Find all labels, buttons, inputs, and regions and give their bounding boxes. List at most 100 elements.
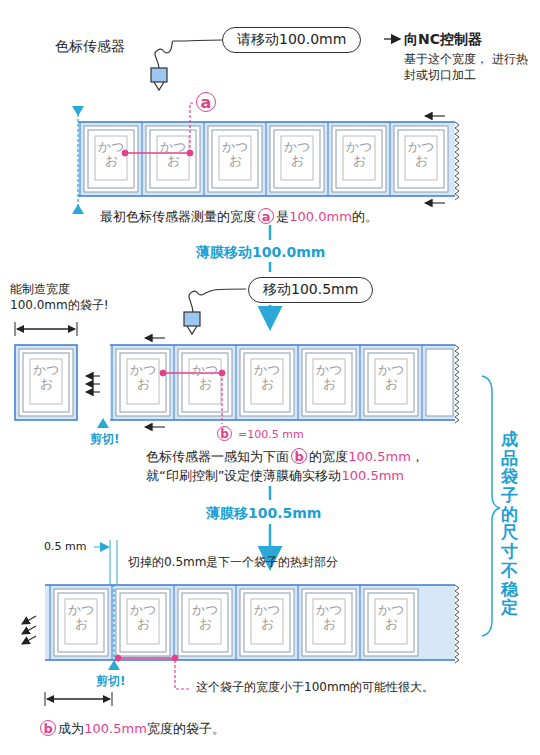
sensor: 色标传感器 — [55, 30, 173, 96]
callout-letter: a — [196, 92, 216, 112]
note-text: 100.5mm — [341, 468, 404, 483]
bag-inner — [182, 593, 228, 652]
bag — [178, 589, 232, 656]
film-edge — [110, 419, 455, 421]
seal-line — [390, 122, 391, 196]
bag-inner — [244, 353, 290, 412]
print-area — [157, 136, 189, 180]
note-text: 的宽度 — [309, 449, 348, 464]
print-area — [95, 136, 127, 180]
cut-mark — [108, 584, 120, 670]
bag-inner — [120, 353, 166, 412]
seal-line — [50, 585, 51, 660]
sentence: 最初色标传感器测量的宽度a是100.0mm的。 — [100, 208, 378, 226]
bag-print: かつお — [407, 140, 435, 169]
seal-line — [328, 122, 329, 196]
bag-print: かつお — [283, 140, 311, 169]
bag — [364, 349, 418, 416]
sentence: 就“印刷控制”设定使薄膜确实移动100.5mm — [146, 467, 404, 485]
measure-line — [115, 655, 190, 689]
print-area — [127, 599, 159, 644]
bag-print: かつお — [315, 363, 343, 392]
seal-line — [142, 122, 143, 196]
vertical-note: 成品袋子的尺寸不稳定 — [501, 430, 518, 617]
sentence: 色标传感器一感知为下面b的宽度100.5mm， — [146, 448, 424, 466]
print-area — [375, 359, 407, 404]
note-text: 薄膜移动100.0mm — [196, 243, 325, 261]
note-text: 色标传感器一感知为下面 — [146, 449, 289, 464]
bag — [84, 126, 138, 192]
note-text: 向NC控制器 — [404, 30, 482, 48]
note-text: 这个袋子的宽度小于100mm的可能性很大。 — [196, 680, 434, 696]
bag-inner — [58, 593, 104, 652]
measure-line — [160, 370, 225, 424]
print-area — [375, 599, 407, 644]
seal-line — [112, 585, 113, 660]
bag — [302, 349, 356, 416]
film-tear — [455, 585, 459, 663]
bag-inner — [150, 130, 196, 188]
sensor-label: 色标传感器 — [55, 38, 173, 56]
callout-letter: a — [258, 208, 274, 224]
film — [45, 585, 455, 660]
bag-print: かつお — [377, 603, 405, 632]
callout-letter: b — [291, 448, 307, 464]
bag — [240, 589, 294, 656]
bag-print: かつお — [253, 363, 281, 392]
bag — [302, 589, 356, 656]
callout-letter: b — [40, 720, 56, 736]
seal-line — [236, 345, 237, 420]
film-tear — [455, 345, 459, 423]
bag — [116, 589, 170, 656]
bag-inner — [182, 353, 228, 412]
cut-mark — [72, 106, 84, 214]
note-text: ， — [411, 449, 424, 464]
bag-print: かつお — [97, 140, 125, 169]
note-text: 100.0mm — [289, 209, 352, 224]
bag — [364, 589, 418, 656]
bag-print: かつお — [129, 603, 157, 632]
bag-inner — [306, 353, 352, 412]
note-text: 的。 — [352, 209, 378, 224]
note-text: 能制造宽度 100.0mm的袋子! — [10, 282, 120, 313]
bracket — [482, 376, 500, 636]
print-area — [65, 599, 97, 644]
bag-inner — [120, 593, 166, 652]
bag — [208, 126, 262, 192]
message-text: 移动100.5mm — [263, 281, 358, 299]
bag — [240, 349, 294, 416]
note-text: 宽度的袋子。 — [147, 721, 225, 736]
seal-line — [360, 345, 361, 420]
print-area — [30, 359, 62, 404]
note-text: 最初色标传感器测量的宽度 — [100, 209, 256, 224]
bag-print: かつお — [221, 140, 249, 169]
bag — [178, 349, 232, 416]
print-area — [313, 599, 345, 644]
cut-bag — [15, 345, 77, 420]
seal-line — [298, 585, 299, 660]
note-text: 切掉的0.5mm是下一个袋子的热封部分 — [128, 555, 338, 571]
bag-inner — [244, 593, 290, 652]
print-area — [189, 599, 221, 644]
bag-inner — [368, 593, 414, 652]
bag-inner — [398, 130, 444, 188]
bag-print: かつお — [67, 603, 95, 632]
sentence: b成为100.5mm宽度的袋子。 — [38, 720, 225, 738]
bag — [426, 349, 453, 416]
bag-inner — [23, 353, 69, 412]
bag-print: かつお — [345, 140, 373, 169]
message-box: 请移动100.0mm — [222, 27, 361, 53]
bag-inner — [336, 130, 382, 188]
bag — [332, 126, 386, 192]
bag — [146, 126, 200, 192]
print-area — [281, 136, 313, 180]
bag-print: かつお — [32, 363, 60, 392]
bag-print: かつお — [253, 603, 281, 632]
dimension-line — [94, 540, 117, 584]
print-area — [127, 359, 159, 404]
print-area — [343, 136, 375, 180]
seal-line — [204, 122, 205, 196]
seal-line — [80, 122, 81, 196]
note-text: 0.5 mm — [44, 540, 86, 554]
